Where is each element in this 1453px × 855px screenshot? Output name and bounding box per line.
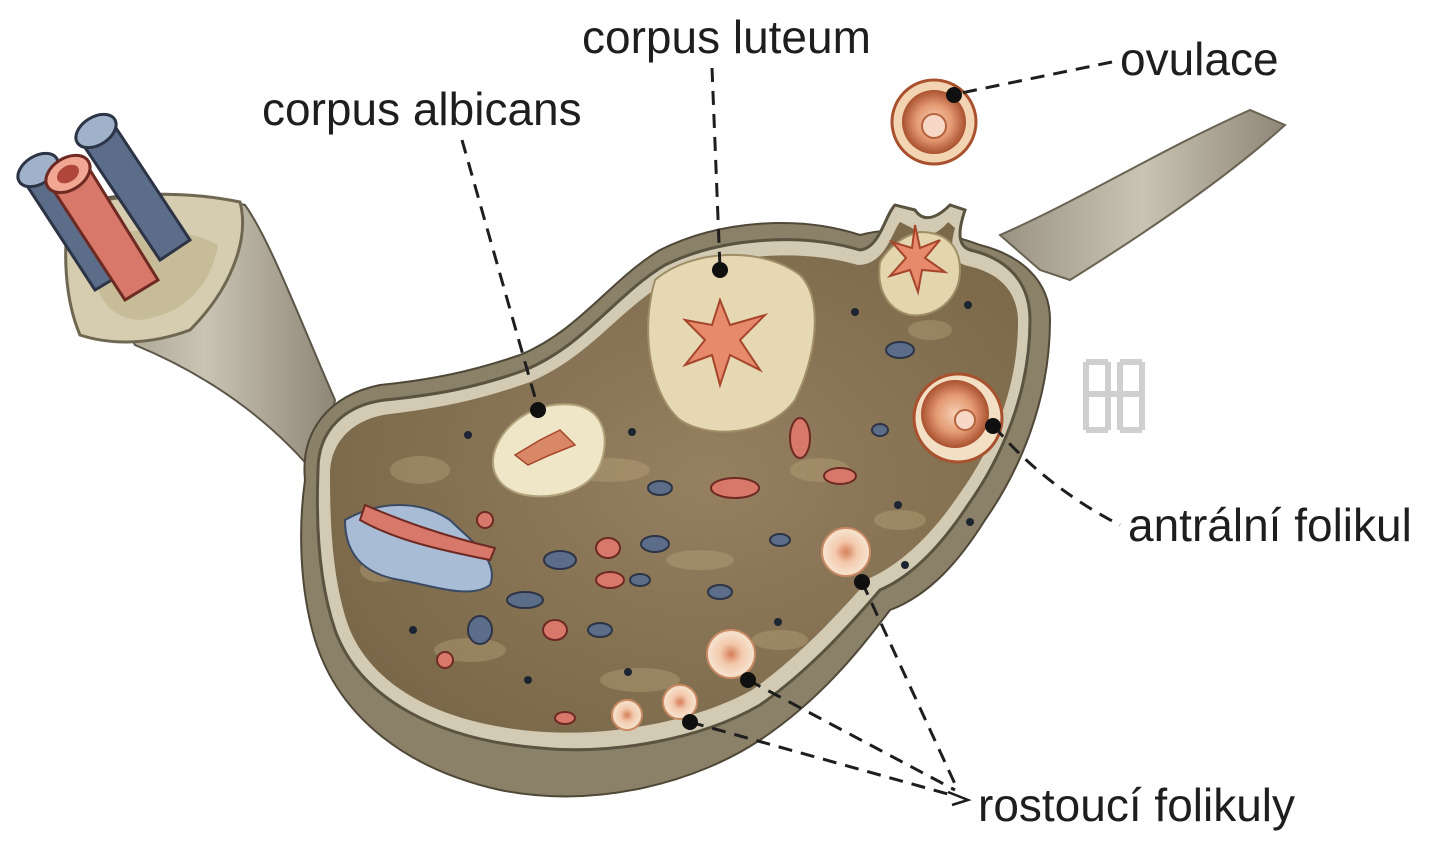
label-corpus-albicans: corpus albicans [262, 86, 582, 132]
label-ovulace: ovulace [1120, 36, 1279, 82]
ovarian-ligament [1000, 110, 1285, 280]
antral-follicle [914, 374, 1002, 462]
label-antralni-folikul: antrální folikul [1128, 502, 1412, 548]
leader-folikul-1 [862, 582, 955, 784]
leader-arrow-head [948, 792, 968, 805]
watermark-logo [1078, 352, 1150, 438]
leader-folikul-2 [748, 680, 955, 790]
leader-ovulace [956, 62, 1112, 94]
corpus-luteum [648, 255, 815, 432]
label-corpus-luteum: corpus luteum [582, 14, 871, 60]
label-rostouci-folikuly: rostoucí folikuly [978, 782, 1295, 828]
